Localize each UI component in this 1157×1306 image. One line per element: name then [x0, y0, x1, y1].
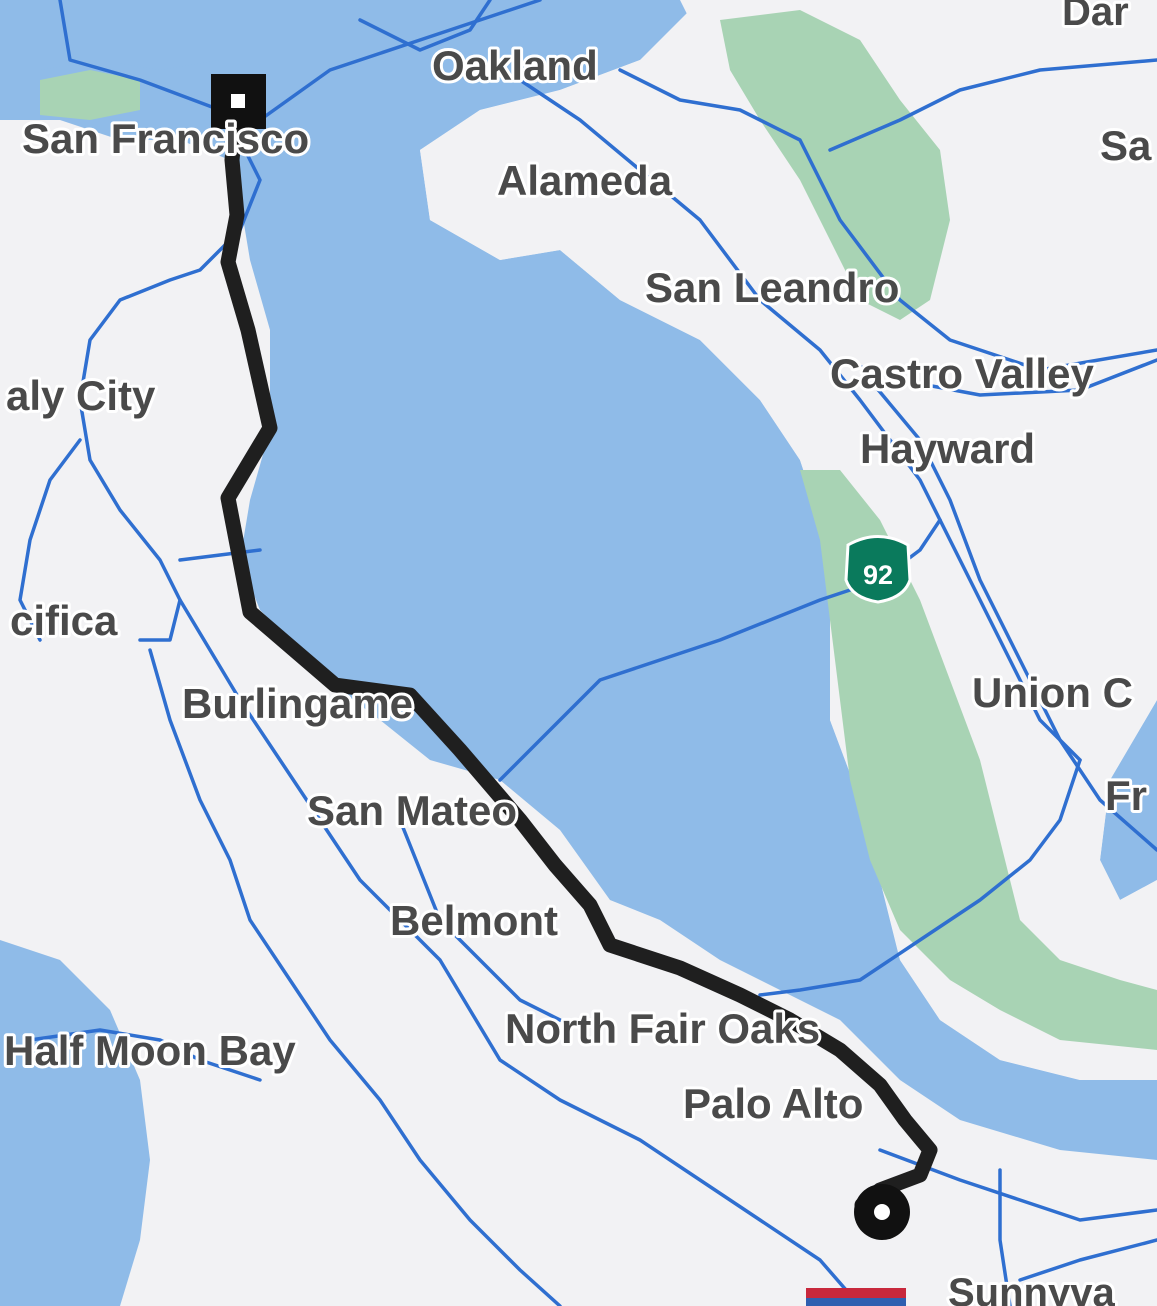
road — [58, 0, 222, 112]
bay-water — [0, 0, 1157, 1160]
road — [998, 1168, 1012, 1306]
road — [828, 58, 1157, 152]
road — [518, 78, 1082, 762]
road — [18, 438, 82, 642]
label-union-city: Union C — [972, 669, 1133, 716]
label-sa: Sa — [1100, 122, 1152, 169]
label-pacifica: cifica — [10, 597, 118, 644]
interstate-shield-icon — [806, 1288, 906, 1306]
label-dar: Dar — [1062, 0, 1129, 34]
label-half-moon-bay: Half Moon Bay — [4, 1027, 296, 1074]
road — [358, 0, 492, 52]
road — [758, 758, 1082, 997]
road — [1018, 1238, 1157, 1282]
label-san-leandro: San Leandro — [645, 264, 899, 311]
label-alameda: Alameda — [497, 157, 673, 204]
north-bay-water — [0, 0, 220, 80]
label-castro-valley: Castro Valley — [830, 350, 1094, 397]
route-92-shield[interactable]: 92 — [844, 535, 912, 604]
road — [878, 1148, 1157, 1222]
label-burlingame: Burlingame — [182, 680, 413, 727]
label-oakland: Oakland — [432, 42, 598, 89]
route-92-label: 92 — [863, 560, 893, 590]
shoreline-park — [800, 470, 1157, 1050]
origin-marker[interactable] — [211, 74, 266, 129]
label-belmont: Belmont — [390, 897, 558, 944]
route-line[interactable] — [220, 100, 938, 1213]
label-san-mateo: San Mateo — [307, 787, 517, 834]
road — [148, 648, 562, 1306]
road — [258, 0, 542, 122]
road — [28, 1028, 262, 1082]
road — [178, 548, 262, 562]
label-palo-alto: Palo Alto — [683, 1080, 863, 1127]
east-water-patch — [1100, 700, 1157, 900]
road — [498, 518, 942, 782]
east-hills-park — [720, 10, 950, 320]
label-hayward: Hayward — [860, 425, 1035, 472]
destination-marker[interactable] — [854, 1184, 910, 1240]
label-daly-city: aly City — [6, 372, 156, 419]
label-north-fair-oaks: North Fair Oaks — [505, 1005, 820, 1052]
road — [868, 378, 1157, 852]
road — [838, 358, 1157, 397]
sf-park — [40, 70, 140, 120]
road — [398, 818, 562, 1022]
label-fr: Fr — [1105, 772, 1147, 819]
label-sunnyvale: Sunnyva — [948, 1271, 1115, 1306]
road — [178, 598, 862, 1306]
road — [618, 68, 1157, 372]
label-san-francisco: San Francisco — [22, 115, 309, 162]
